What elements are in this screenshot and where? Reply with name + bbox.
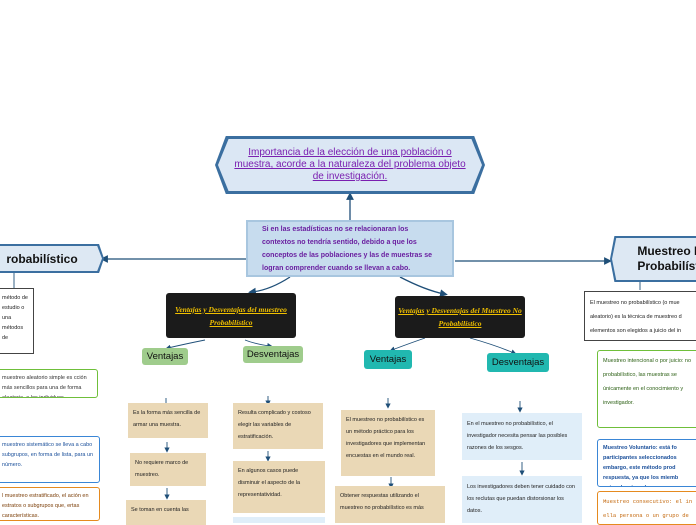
left-branch-heading-text: robabilístico <box>6 251 78 266</box>
noprob-desventaja-2: Los investigadores deben tener cuidado c… <box>462 476 582 523</box>
link-central-noprob <box>399 276 448 298</box>
prob-title[interactable]: Ventajas y Desventajas del muestreo Prob… <box>166 293 296 338</box>
left-branch-heading[interactable]: robabilístico <box>0 244 104 273</box>
prob-desventaja-2: En algunos casos puede disminuir el aspe… <box>233 461 325 513</box>
noprob-ventajas-label[interactable]: Ventajas <box>364 350 412 369</box>
link-central-prob <box>248 276 291 296</box>
noprob-ventaja-2: Obtener respuestas utilizando el muestre… <box>335 486 445 523</box>
prob-ventaja-1: Es la forma más sencilla de armar una mu… <box>128 403 208 438</box>
noprob-ventaja-1: El muestreo no probabilístico es un méto… <box>341 410 435 476</box>
right-branch-heading[interactable]: Muestreo N Probabilísti <box>610 236 696 282</box>
right-item-intencional: Muestreo intencional o por juicio: no pr… <box>597 350 696 428</box>
central-text: Si en las estadísticas no se relacionara… <box>262 225 433 272</box>
prob-desventaja-3-stub <box>233 517 325 523</box>
prob-ventaja-3: Se toman en cuenta las <box>126 500 206 525</box>
left-item-estratificado: l muestreo estratificado, el ación en es… <box>0 487 100 521</box>
central-node[interactable]: Si en las estadísticas no se relacionara… <box>246 220 454 277</box>
topic-node[interactable]: Importancia de la elección de una poblac… <box>215 136 485 194</box>
prob-ventajas-label[interactable]: Ventajas <box>142 348 188 365</box>
topic-text: Importancia de la elección de una poblac… <box>234 147 466 182</box>
right-item-consecutivo: Muestreo consecutivo: el in ella persona… <box>597 491 696 525</box>
right-branch-heading-text: Muestreo N Probabilísti <box>637 244 696 273</box>
noprob-desventajas-label[interactable]: Desventajas <box>487 353 549 372</box>
prob-ventaja-2: No requiere marco de muestreo. <box>130 453 206 486</box>
prob-desventaja-1: Resulta complicado y costoso elegir las … <box>233 403 323 449</box>
left-item-sistematico: muestreo sistemático se lleva a cabo sub… <box>0 436 100 483</box>
left-item-simple: muestreo aleatorio simple es cción más s… <box>0 369 98 398</box>
right-item-voluntario: Muestreo Voluntario: está fo participant… <box>597 439 696 487</box>
prob-desventajas-label[interactable]: Desventajas <box>243 346 303 363</box>
noprob-desventaja-1: En el muestreo no probabilístico, el inv… <box>462 413 582 460</box>
noprob-title[interactable]: Ventajas y Desventajas del Muestreo No P… <box>395 296 525 338</box>
left-branch-description: método de estudio o una métodos de <box>0 288 34 354</box>
right-branch-description: El muestreo no probabilístico (o mue ale… <box>584 291 696 341</box>
